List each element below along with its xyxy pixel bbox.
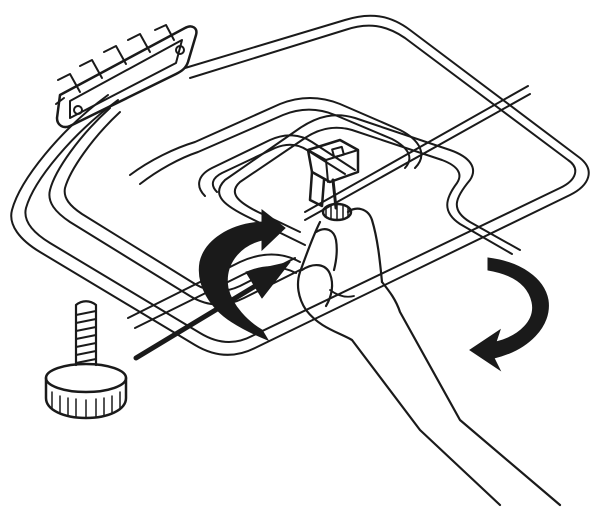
coil-outer-loop bbox=[10, 14, 590, 356]
terminal-block bbox=[55, 24, 198, 129]
terminal-pin-3 bbox=[103, 45, 127, 65]
heating-element-coil bbox=[10, 14, 590, 356]
hand-fingers bbox=[300, 264, 334, 308]
terminal-screw-2 bbox=[175, 45, 185, 55]
insert-arrow-shaft bbox=[133, 279, 265, 361]
coil-second-loop-inner bbox=[63, 111, 296, 292]
coil-inner-loop-inner bbox=[139, 108, 411, 185]
clamp-bracket bbox=[306, 138, 360, 222]
terminal-pin-1 bbox=[57, 73, 81, 93]
coil-lower-run bbox=[127, 253, 301, 319]
hand-knuckles bbox=[329, 289, 355, 298]
coil-square-loop bbox=[198, 134, 356, 197]
support-rod-lower bbox=[304, 93, 531, 221]
hand bbox=[296, 207, 562, 507]
terminal-pin-5 bbox=[154, 24, 175, 41]
coil-square-loop-inner bbox=[211, 143, 346, 193]
support-rod bbox=[304, 85, 529, 213]
clamp-leg bbox=[308, 170, 326, 208]
terminal-screw-1 bbox=[73, 105, 83, 115]
terminal-pin-2 bbox=[79, 59, 103, 79]
terminal-plate-face bbox=[69, 39, 183, 119]
clamp-edge bbox=[325, 159, 329, 183]
hand-outline bbox=[296, 220, 502, 507]
coil-inner-loop bbox=[129, 97, 423, 176]
clamp-nut-ridges bbox=[325, 204, 349, 221]
rotation-arrows bbox=[198, 208, 549, 372]
screw-thread-lines bbox=[75, 310, 97, 364]
insert-arrow bbox=[133, 261, 291, 361]
knob-knurling bbox=[51, 391, 121, 419]
hand-index-finger bbox=[314, 228, 338, 272]
coil-middle-loop-inner bbox=[233, 126, 513, 255]
clamp-slot bbox=[331, 145, 345, 159]
insert-arrow-head bbox=[245, 261, 291, 299]
terminal-pin-4 bbox=[127, 33, 151, 53]
coil-outer-loop-inner bbox=[24, 24, 577, 343]
knob-top bbox=[44, 362, 128, 394]
hand-thumb bbox=[346, 207, 384, 284]
thumb-screw bbox=[44, 300, 128, 420]
rotate-arrow-right bbox=[469, 257, 549, 372]
terminal-pin-6 bbox=[55, 97, 65, 105]
rotate-arrow-left bbox=[198, 208, 286, 342]
terminal-plate bbox=[55, 25, 198, 129]
hand-palm-edge bbox=[380, 280, 562, 507]
clamp-body bbox=[306, 138, 360, 184]
coil-middle-loop bbox=[218, 114, 521, 251]
